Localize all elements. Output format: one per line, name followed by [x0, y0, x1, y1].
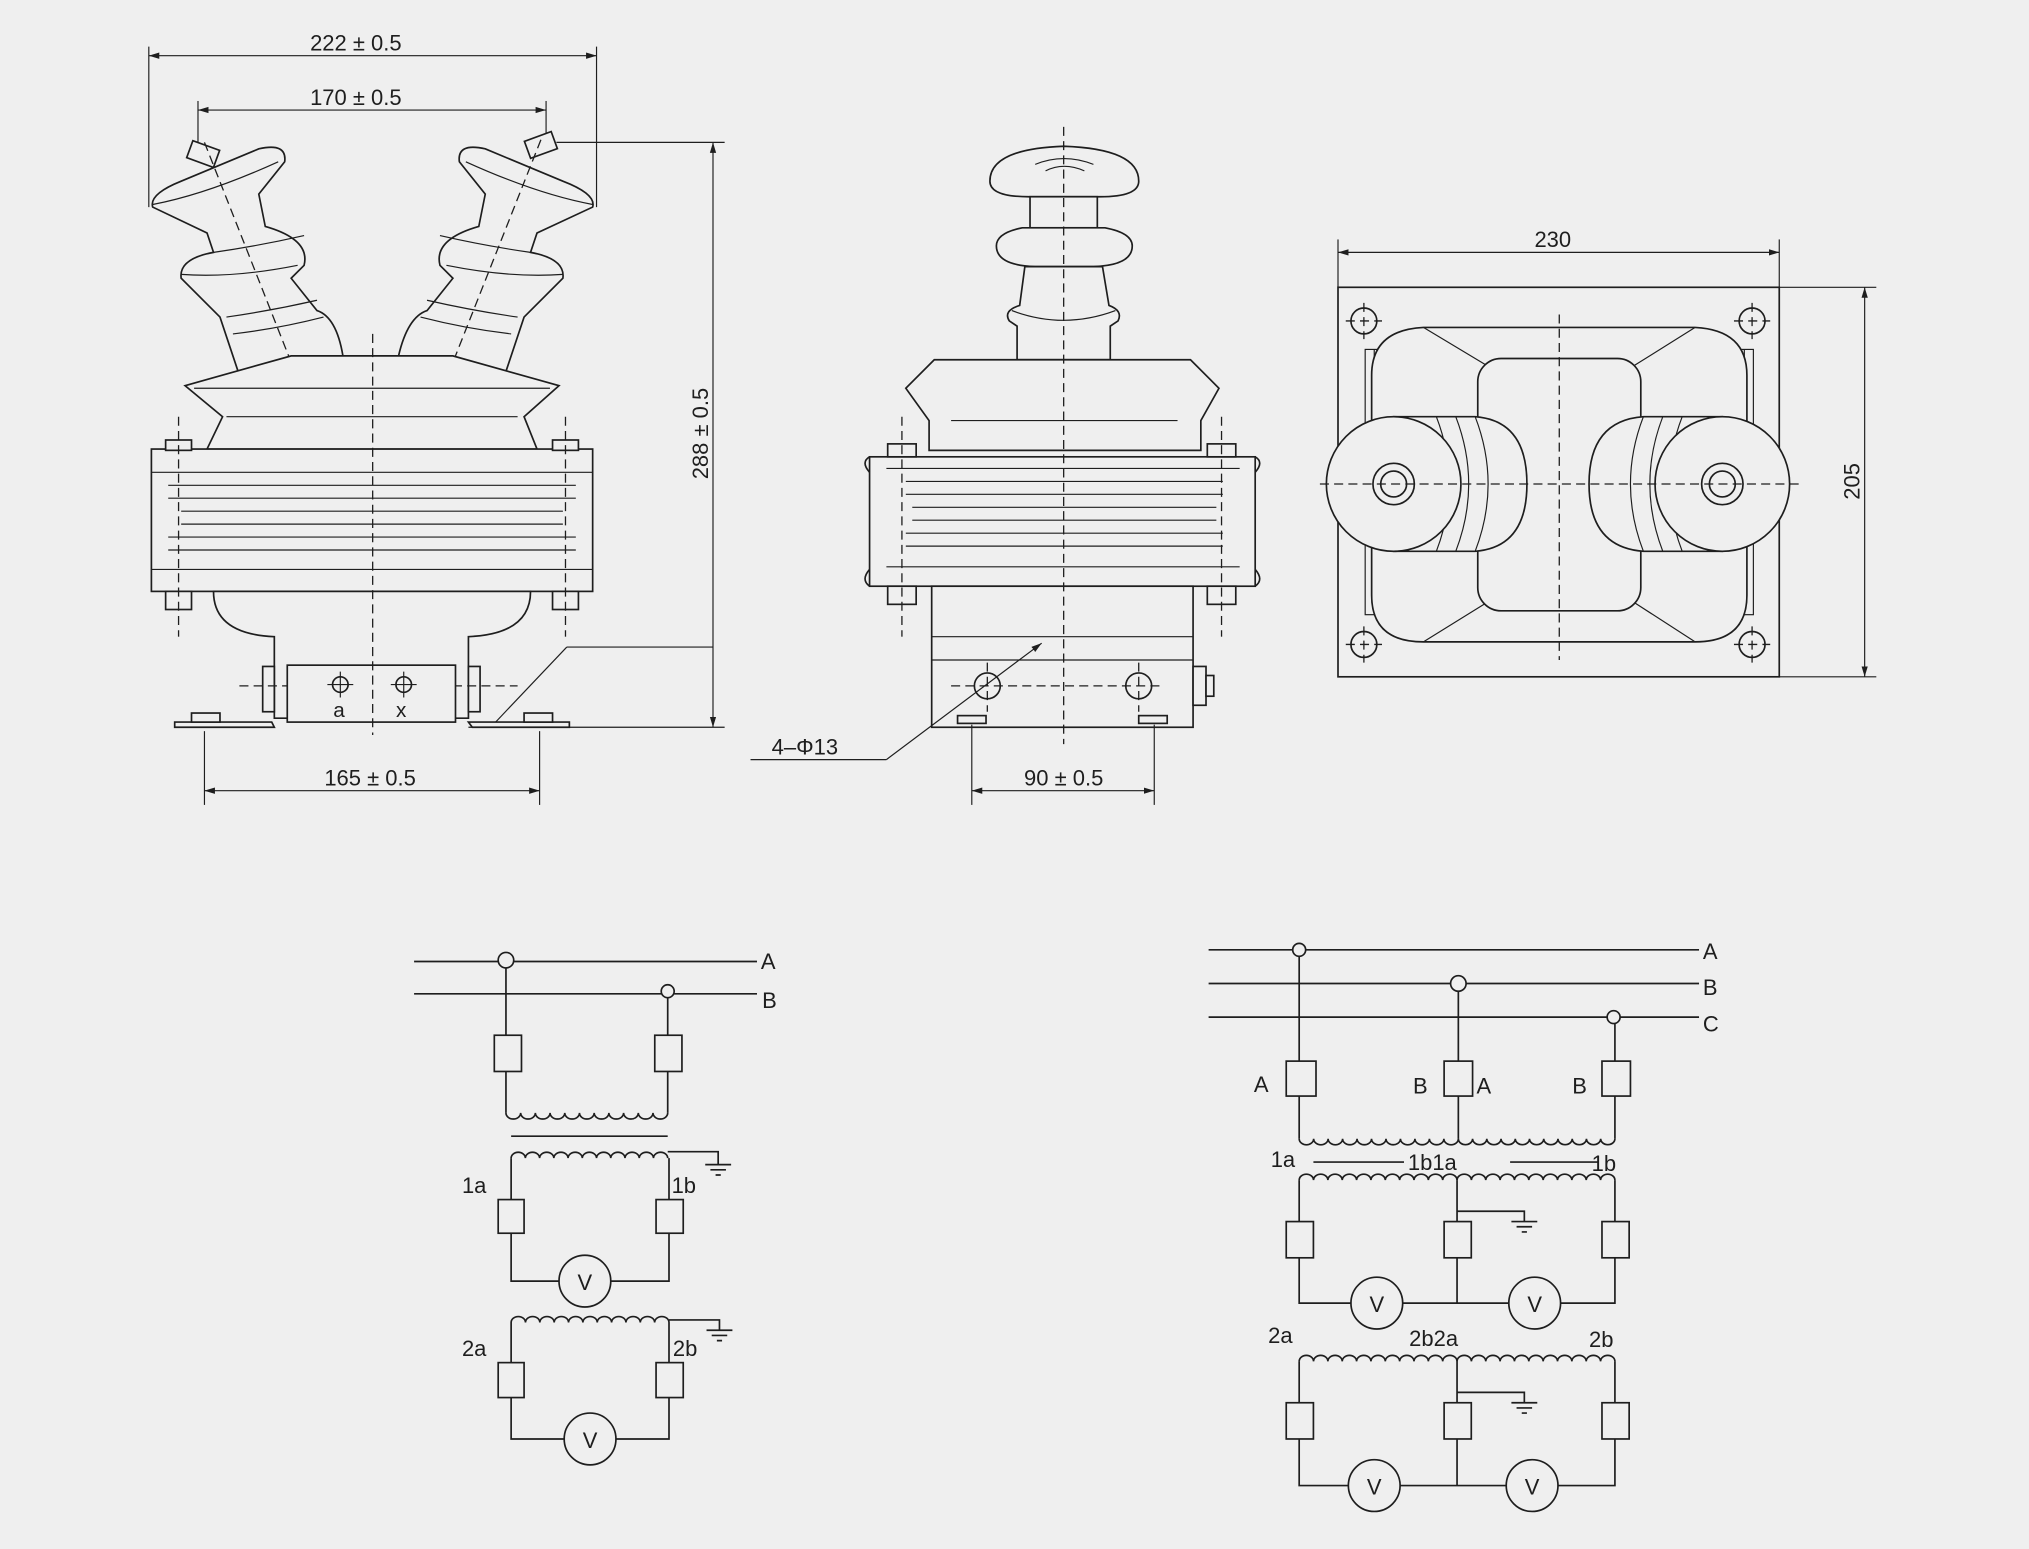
voltmeter-icon [563, 1412, 617, 1466]
hole-callout-label: 4–Φ13 [772, 734, 838, 759]
line-a-label: A [1703, 939, 1718, 964]
fuse-icon [1443, 1060, 1474, 1097]
line-b-label: B [1703, 975, 1718, 1000]
fuse-icon [497, 1361, 525, 1399]
ground-icon [705, 1163, 732, 1176]
terminal-2b-label: 2b [673, 1336, 697, 1361]
terminal-a-label: a [333, 699, 345, 722]
voltmeter-icon [1350, 1276, 1404, 1330]
terminal-box: a x [286, 664, 457, 723]
hole-callout: 4–Φ13 [750, 642, 1043, 761]
terminal-2a-label: 2a [462, 1336, 487, 1361]
dimension-222: 222 ± 0.5 [148, 31, 598, 208]
dimension-label: 90 ± 0.5 [1024, 765, 1103, 790]
terminal-1b1a-label: 1b1a [1408, 1150, 1458, 1175]
dimension-label: 165 ± 0.5 [324, 765, 416, 790]
front-view: 222 ± 0.5 170 ± 0.5 288 ± 0.5 165 ± 0.5 [148, 31, 725, 805]
winding-coil-icon [510, 1151, 669, 1159]
dimension-230: 230 [1337, 227, 1780, 288]
terminal-1b-label: 1b [1592, 1151, 1616, 1176]
fuse-icon [655, 1361, 685, 1399]
side-cover [904, 358, 1220, 452]
side-core [864, 416, 1261, 637]
pt1-a-label: A [1254, 1072, 1269, 1097]
right-bushing [397, 130, 594, 377]
dimension-label: 170 ± 0.5 [310, 85, 402, 110]
pt2-a-label: A [1476, 1073, 1491, 1098]
fuse-icon [1601, 1060, 1632, 1097]
ground-icon [1511, 1220, 1538, 1233]
voltmeter-icon [1347, 1458, 1401, 1513]
line-a-label: A [761, 949, 776, 974]
fuse-icon [1601, 1401, 1630, 1440]
ground-icon [1511, 1401, 1538, 1414]
voltmeter-icon [1507, 1276, 1562, 1330]
terminal-2a-label: 2a [1268, 1323, 1293, 1348]
fuse-icon [1285, 1220, 1315, 1259]
voltmeter-label: V [1367, 1475, 1382, 1500]
fuse-icon [653, 1034, 683, 1073]
terminal-1b-label: 1b [672, 1173, 696, 1198]
winding-coil-icon [1298, 1354, 1458, 1362]
fuse-icon [1443, 1220, 1473, 1259]
fuse-icon [497, 1198, 525, 1235]
fuse-icon [1285, 1401, 1315, 1440]
side-base [930, 585, 1215, 729]
voltmeter-icon [1505, 1458, 1559, 1513]
line-b-label: B [762, 988, 777, 1013]
dimension-label: 205 [1839, 463, 1864, 500]
winding-coil-icon [1456, 1173, 1616, 1181]
voltmeter-label: V [578, 1270, 593, 1295]
terminal-2b2a-label: 2b2a [1409, 1326, 1459, 1351]
terminal-1a-label: 1a [1271, 1147, 1296, 1172]
fuse-icon [1285, 1060, 1317, 1097]
terminal-x-label: x [396, 699, 407, 722]
winding-coil-icon [1298, 1173, 1458, 1181]
pt2-b-label: B [1572, 1073, 1587, 1098]
winding-coil-icon [1298, 1138, 1460, 1146]
voltmeter-label: V [1525, 1475, 1540, 1500]
ground-icon [706, 1329, 733, 1342]
dimension-90: 90 ± 0.5 [971, 724, 1155, 805]
winding-coil-icon [505, 1112, 669, 1120]
circuit-v-v: A B C A B A B 1a 1b1a 1b V V 2a 2b2a 2b [1208, 939, 1719, 1513]
terminal-2b-label: 2b [1589, 1327, 1613, 1352]
dimension-label: 222 ± 0.5 [310, 31, 402, 56]
voltmeter-label: V [1527, 1292, 1542, 1317]
top-cover [183, 355, 561, 450]
fuse-icon [1601, 1220, 1630, 1259]
pt1-b-label: B [1413, 1073, 1428, 1098]
top-view: 230 205 [1319, 227, 1877, 678]
voltmeter-label: V [583, 1428, 598, 1453]
voltmeter-label: V [1369, 1292, 1384, 1317]
winding-coil-icon [1457, 1138, 1616, 1146]
winding-coil-icon [510, 1315, 670, 1323]
mounting-holes [1345, 302, 1771, 663]
fuse-icon [493, 1034, 523, 1073]
left-bushing [151, 139, 344, 377]
fuse-icon [655, 1198, 685, 1235]
dimension-label: 288 ± 0.5 [688, 388, 713, 480]
dimension-label: 230 [1534, 227, 1571, 252]
dimension-165: 165 ± 0.5 [203, 731, 541, 805]
dimension-205: 205 [1779, 286, 1877, 678]
dimension-170: 170 ± 0.5 [197, 85, 547, 156]
terminal-1a-label: 1a [462, 1173, 487, 1198]
voltmeter-icon [558, 1254, 612, 1308]
winding-coil-icon [1456, 1354, 1616, 1362]
line-c-label: C [1703, 1011, 1719, 1036]
side-view: 4–Φ13 90 ± 0.5 [750, 126, 1261, 805]
circuit-single-phase: A B V 1a 1b V 2a 2b [414, 949, 777, 1466]
fuse-icon [1443, 1401, 1473, 1440]
